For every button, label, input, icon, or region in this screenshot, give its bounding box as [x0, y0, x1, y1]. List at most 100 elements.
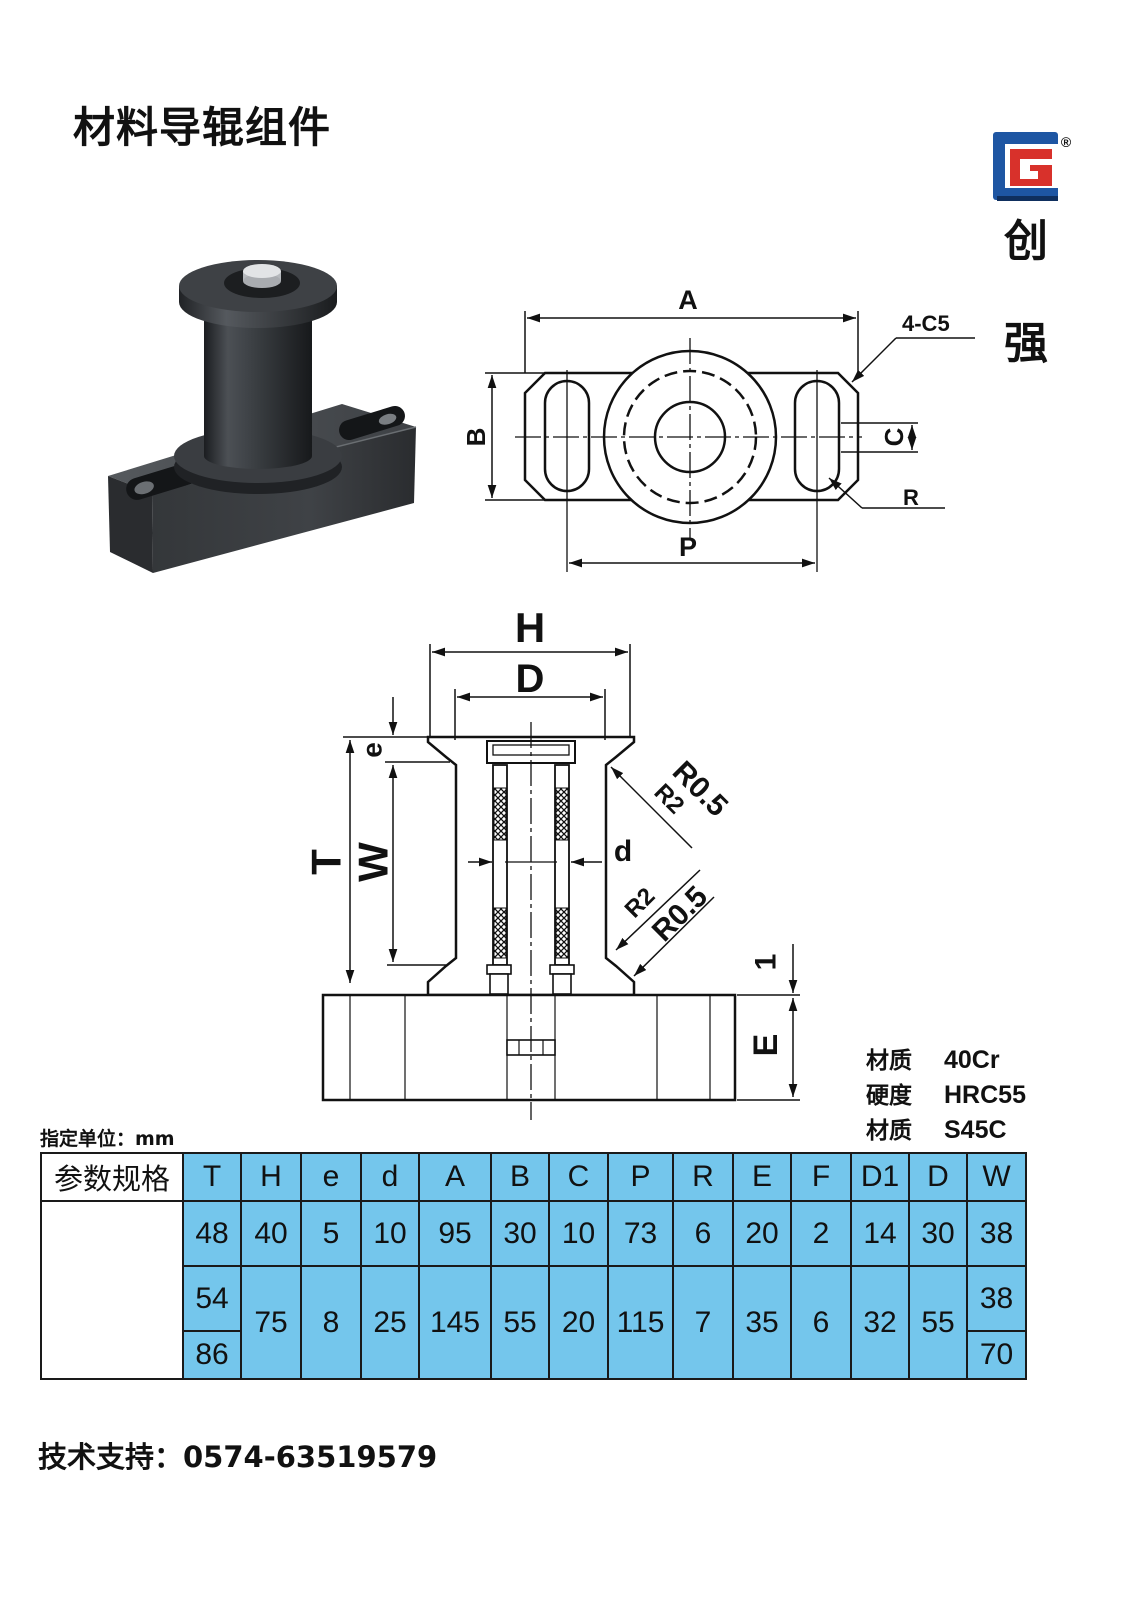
material-value: 40Cr	[944, 1046, 1000, 1074]
fillet-lower-leader-inner	[615, 869, 701, 951]
right-shaft-knurl-lower	[555, 907, 569, 959]
brand-logo-icon: ®	[993, 132, 1072, 201]
table-cell: 14	[850, 1200, 910, 1267]
page-title: 材料导辊组件	[73, 103, 332, 152]
table-cell-merged: 20	[548, 1265, 609, 1380]
column-header-D: D	[908, 1152, 968, 1202]
table-header-row: 参数规格 T H e d A B C P R E F D1 D W	[40, 1152, 1027, 1202]
logo-shadow	[997, 196, 1058, 201]
brand-name-char-2: 强	[1004, 318, 1048, 369]
column-header-e: e	[300, 1152, 362, 1202]
left-shaft-knurl-upper	[493, 787, 507, 841]
column-header-d: d	[360, 1152, 420, 1202]
table-cell: 38	[966, 1265, 1027, 1332]
dim-d-label: d	[614, 835, 632, 868]
table-cell-merged: 32	[850, 1265, 910, 1380]
logo-red-mark	[1010, 149, 1052, 186]
table-cell: 20	[732, 1200, 792, 1267]
dim-C-label: C	[879, 427, 909, 446]
table-cell: 30	[908, 1200, 968, 1267]
table-row: 48 40 5 10 95 30 10 73 6 20 2 14 30 38	[40, 1200, 1027, 1380]
technical-support-line: 技术支持：0574-63519579	[38, 1440, 438, 1474]
table-cell-merged: 25	[360, 1265, 420, 1380]
table-cell: 6	[672, 1200, 734, 1267]
dim-chamfer-label: 4-C5	[902, 311, 950, 336]
left-nut-top	[486, 964, 512, 975]
column-header-H: H	[240, 1152, 302, 1202]
column-header-B: B	[490, 1152, 550, 1202]
base-end-face	[108, 476, 153, 573]
hardness-label: 硬度	[866, 1083, 912, 1109]
roller-body-base	[204, 443, 312, 469]
center-bolt-lower	[243, 274, 281, 288]
side-view-drawing	[321, 644, 800, 1120]
table-cell-merged: 35	[732, 1265, 792, 1380]
table-cell: 10	[548, 1200, 609, 1267]
column-header-R: R	[672, 1152, 734, 1202]
table-cell-merged: 55	[490, 1265, 550, 1380]
material-value: S45C	[944, 1116, 1007, 1144]
center-bolt-head	[243, 264, 281, 278]
dim-H-label: H	[515, 604, 545, 651]
slot-right-glint	[378, 413, 397, 425]
table-cell: 70	[966, 1330, 1027, 1380]
table-cell: 54	[182, 1265, 242, 1332]
column-header-E: E	[732, 1152, 792, 1202]
table-cell-merged: 6	[790, 1265, 852, 1380]
dim-P-label: P	[679, 532, 697, 562]
table-cell: 10	[360, 1200, 420, 1267]
table-cell: 38	[966, 1200, 1027, 1267]
column-header-D1: D1	[850, 1152, 910, 1202]
registered-mark: ®	[1061, 134, 1072, 150]
left-shaft-knurl-lower	[493, 907, 507, 959]
radius-leader	[828, 477, 863, 509]
dim-E-label: E	[747, 1034, 785, 1057]
top-view-drawing	[485, 311, 975, 572]
chamfer-leader	[851, 337, 897, 383]
dim-B-label: B	[461, 428, 491, 447]
drawings-canvas: ®	[108, 132, 1072, 1120]
column-header-W: W	[966, 1152, 1027, 1202]
spec-table: 参数规格 T H e d A B C P R E F D1 D W 48 40 …	[40, 1152, 1027, 1380]
table-row: 86 70	[41, 1330, 1027, 1380]
right-shaft-knurl-upper	[555, 787, 569, 841]
dim-R-label: R	[903, 485, 919, 510]
table-cell: 48	[182, 1200, 242, 1267]
table-cell-merged: 55	[908, 1265, 968, 1380]
column-header-F: F	[790, 1152, 852, 1202]
table-cell: 5	[300, 1200, 362, 1267]
table-cell-merged: 7	[672, 1265, 734, 1380]
column-header-C: C	[548, 1152, 609, 1202]
table-cell-merged: 8	[300, 1265, 362, 1380]
right-nut-body	[552, 973, 572, 995]
dim-e-label: e	[357, 742, 388, 758]
param-spec-header: 参数规格	[40, 1152, 184, 1202]
column-header-P: P	[607, 1152, 674, 1202]
dim-T-label: T	[303, 849, 350, 875]
column-header-A: A	[418, 1152, 492, 1202]
dim-1-label: 1	[750, 954, 783, 971]
slot-left-glint	[134, 481, 154, 495]
right-nut-top	[549, 964, 575, 975]
column-header-T: T	[182, 1152, 242, 1202]
table-row: 54 75 8 25 145 55 20 115 7 35 6 32 55 38	[41, 1265, 1027, 1380]
table-cell: 30	[490, 1200, 550, 1267]
table-cell: 95	[418, 1200, 492, 1267]
table-cell-merged: 75	[240, 1265, 302, 1380]
table-cell-merged: 145	[418, 1265, 492, 1380]
base-front-face	[152, 427, 416, 573]
table-cell: 73	[607, 1200, 674, 1267]
dim-A-label: A	[678, 285, 698, 315]
fillet-upper-leader	[610, 766, 693, 849]
dim-D-label: D	[516, 657, 545, 701]
table-cell: 2	[790, 1200, 852, 1267]
table-cell: 86	[182, 1330, 242, 1380]
left-nut-body	[489, 973, 509, 995]
product-photo	[108, 260, 417, 573]
table-cell: 40	[240, 1200, 302, 1267]
